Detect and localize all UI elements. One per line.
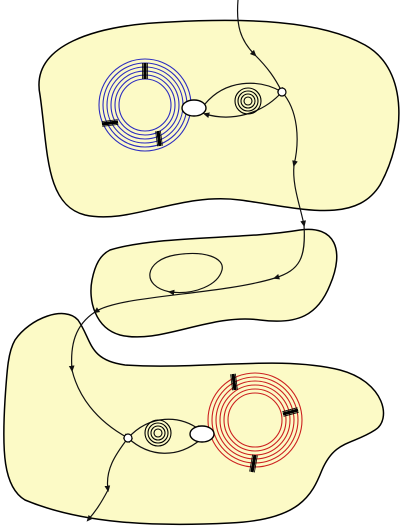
red-ring-stack-tick-hatch — [283, 411, 299, 417]
small-ring-top-circle — [240, 93, 256, 109]
blue-ring-stack-tick-hatch — [102, 123, 119, 127]
junction-node-top — [277, 87, 287, 97]
small-ring-bottom — [144, 419, 172, 447]
red-ring-stack-tick-hatch — [283, 410, 299, 416]
small-ring-bottom-circle — [147, 422, 169, 444]
red-ring-stack-tick-hatch — [233, 373, 237, 390]
main-trajectory-segment — [272, 224, 305, 280]
oval-node-bottom — [189, 425, 215, 443]
top-region — [38, 19, 400, 218]
red-ring-stack-tick-hatch — [232, 373, 236, 391]
main-trajectory-segment — [293, 164, 306, 228]
main-trajectory-segment — [71, 369, 130, 440]
small-ring-top — [234, 87, 262, 115]
blue-ring-stack-tick-hatch — [155, 131, 159, 147]
red-ring-stack-circle — [223, 388, 287, 452]
bottom-region — [3, 312, 385, 526]
main-trajectory-segment — [86, 489, 109, 522]
oval-node-top — [181, 99, 207, 117]
red-ring-stack-circle — [227, 392, 283, 448]
main-trajectory-segment — [68, 311, 96, 373]
main-trajectory-segment — [281, 91, 298, 168]
blue-ring-stack-tick-hatch — [101, 119, 118, 123]
red-ring-stack-tick-hatch — [231, 374, 235, 391]
red-ring-stack-tick-hatch — [234, 373, 238, 390]
upper-bridge-curves-segment — [204, 82, 284, 105]
small-ring-bottom-circle — [144, 419, 172, 447]
red-ring-stack-tick-hatch — [253, 455, 258, 473]
red-ring-stack-tick-hatch — [250, 454, 255, 472]
rings-layer — [98, 58, 303, 473]
small-ring-bottom-circle — [150, 425, 166, 441]
blue-ring-stack-tick-hatch — [159, 130, 163, 146]
middle-region — [90, 228, 338, 338]
main-trajectory-segment — [104, 437, 129, 493]
red-ring-stack — [207, 372, 303, 473]
blue-ring-stack-tick-hatch — [158, 130, 162, 146]
small-ring-top-circle — [234, 87, 262, 115]
small-ring-bottom-circle — [153, 428, 163, 438]
blue-ring-stack-tick-hatch — [102, 122, 119, 126]
blue-ring-stack-tick-hatch — [101, 120, 118, 124]
small-ring-top-circle — [237, 90, 259, 112]
blue-ring-stack-tick-hatch — [157, 130, 161, 147]
blue-ring-stack-tick-hatch — [101, 121, 119, 125]
red-ring-stack-tick-hatch — [282, 409, 299, 415]
blue-ring-stack — [98, 58, 192, 152]
red-ring-stack-tick-hatch — [251, 454, 256, 473]
red-ring-stack-tick-hatch — [282, 407, 298, 413]
nodes-layer — [123, 87, 287, 443]
red-ring-stack-tick-hatch — [252, 455, 257, 473]
red-ring-stack-tick-hatch — [249, 454, 254, 472]
lower-bridge-curves-segment — [126, 436, 201, 454]
junction-node-bottom — [123, 433, 133, 443]
main-trajectory-segment — [236, 0, 257, 57]
lower-bridge-curves — [126, 418, 202, 454]
blue-ring-stack-tick-hatch — [156, 131, 160, 147]
red-ring-stack-tick-hatch — [230, 374, 234, 391]
small-ring-top-circle — [243, 96, 253, 106]
middle-loop-segment — [149, 252, 223, 296]
middle-loop — [149, 252, 223, 296]
lower-bridge-curves-segment — [127, 418, 202, 439]
red-ring-stack-tick-hatch — [282, 408, 298, 414]
